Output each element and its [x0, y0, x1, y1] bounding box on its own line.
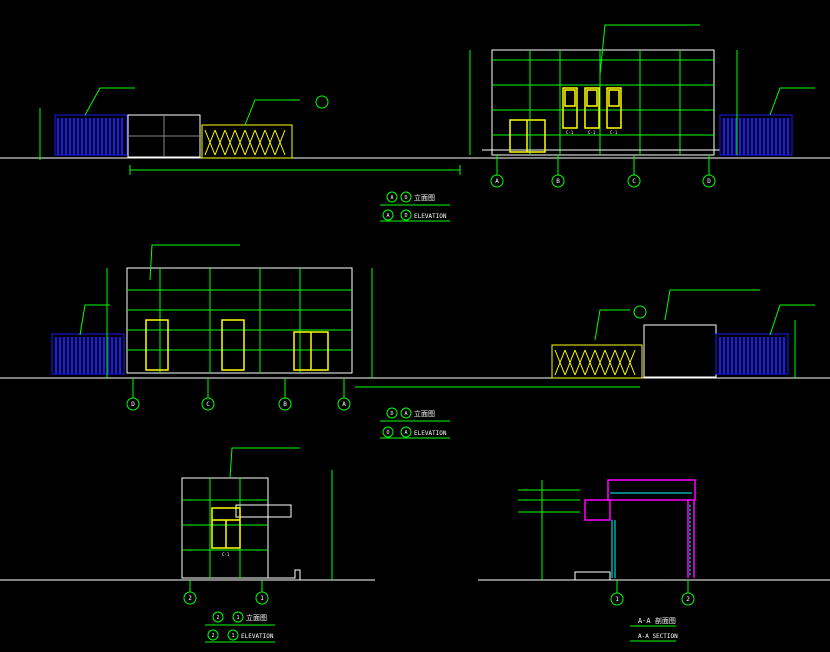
grid-axes-top [490, 155, 716, 188]
title-en: ELEVATION [414, 430, 447, 437]
title-bottom: 2 1 立面图 2 1 ELEVATION [205, 611, 275, 643]
building-top [491, 49, 715, 156]
title-axis: 1 [231, 633, 234, 639]
bottom-elevation: C-1 2 1 2 1 立面图 2 1 ELEVATION [0, 447, 375, 643]
section-a-a: 1 2 A-A 剖面图 A-A SECTION [478, 479, 830, 642]
title-axis: 1 [236, 615, 239, 621]
window-tag: C-1 [222, 552, 230, 557]
window-group-top [509, 87, 622, 153]
title-top: A D 立面图 A D ELEVATION [380, 191, 450, 222]
grid-label: D [131, 401, 135, 408]
title-cn: 立面图 [414, 409, 435, 418]
title-section: A-A 剖面图 A-A SECTION [630, 616, 678, 642]
title-axis: 2 [211, 633, 214, 639]
window-tags-top: C-1 C-1 C-1 [566, 130, 618, 135]
title-cn: A-A 剖面图 [638, 616, 676, 625]
title-axis: A [386, 213, 389, 219]
grid-label: D [707, 178, 711, 185]
window-tag: C-1 [566, 130, 574, 135]
title-axis: 2 [216, 615, 219, 621]
title-cn: 立面图 [414, 193, 435, 202]
sliding-gate-top [201, 124, 293, 159]
grid-label: 2 [188, 595, 192, 602]
title-en: A-A SECTION [638, 633, 678, 640]
window-tag: C-1 [588, 130, 596, 135]
fence-left-mid [51, 333, 125, 375]
grid-label: A [495, 178, 499, 185]
grid-label: A [342, 401, 346, 408]
title-axis: D [404, 195, 407, 201]
title-en: ELEVATION [241, 633, 274, 640]
fence-left-top [54, 114, 128, 156]
title-cn: 立面图 [246, 613, 267, 622]
grid-label: 2 [686, 596, 690, 603]
title-axis: D [386, 430, 389, 436]
building-bottom [181, 477, 269, 579]
top-elevation: C-1 C-1 C-1 A [0, 24, 830, 222]
middle-elevation: D C B A D A 立面图 D A ELEVATION [0, 244, 830, 439]
fence-right-top [719, 114, 793, 156]
grid-label: C [206, 401, 210, 408]
grid-label: 1 [615, 596, 619, 603]
grid-label: B [556, 178, 560, 185]
doors-mid [145, 319, 329, 371]
grid-axes-section [610, 580, 695, 606]
grid-label: C [632, 178, 636, 185]
guardbox-mid [643, 324, 717, 378]
title-axis: D [404, 213, 407, 219]
title-axis: D [390, 411, 393, 417]
sliding-gate-mid [551, 344, 643, 379]
grid-label: 1 [260, 595, 264, 602]
title-axis: A [390, 195, 393, 201]
title-en: ELEVATION [414, 213, 447, 220]
window-tag: C-1 [610, 130, 618, 135]
grid-axes-mid [126, 378, 351, 411]
window-bottom [211, 507, 241, 549]
grid-axes-bottom [183, 580, 269, 605]
title-axis: A [404, 430, 407, 436]
grid-label: B [283, 401, 287, 408]
title-axis: A [404, 411, 407, 417]
building-mid [126, 267, 353, 374]
fence-right-mid [715, 333, 789, 375]
title-mid: D A 立面图 D A ELEVATION [380, 407, 450, 439]
